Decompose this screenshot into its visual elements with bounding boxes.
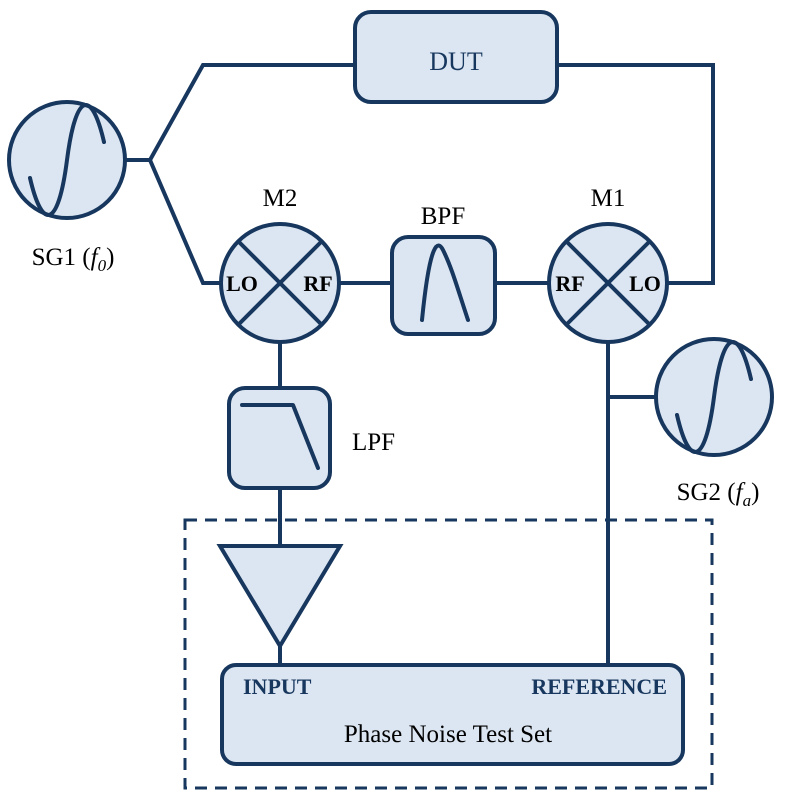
reference-port-label: REFERENCE [531, 674, 667, 699]
sg2-signal-generator [654, 337, 774, 457]
lpf-label: LPF [352, 429, 395, 456]
sine-wave-icon [28, 103, 106, 217]
wire-dut-to-m1-lo [555, 63, 715, 285]
phase-noise-test-set: INPUT REFERENCE Phase Noise Test Set [220, 663, 685, 766]
sg1-signal-generator [7, 100, 127, 220]
m1-lo-port: LO [629, 271, 661, 296]
m1-label: M1 [591, 185, 626, 212]
mixer-m2: LO RF [219, 222, 341, 344]
m2-lo-port: LO [226, 271, 258, 296]
sg1-label: SG1 (f0) [32, 244, 115, 275]
lpf-block [227, 386, 332, 490]
m2-rf-port: RF [303, 271, 332, 296]
dut-block: DUT [353, 10, 559, 104]
m2-label: M2 [263, 185, 298, 212]
sine-wave-icon [675, 340, 753, 454]
input-port-label: INPUT [243, 674, 312, 699]
dut-label: DUT [429, 47, 483, 76]
bpf-block [390, 235, 497, 336]
wire-splitter-to-m2-lo [147, 157, 225, 285]
m1-rf-port: RF [555, 271, 584, 296]
test-set-label: Phase Noise Test Set [344, 721, 552, 748]
test-set-enclosure [183, 518, 714, 790]
lowpass-icon [240, 403, 320, 470]
sg2-label: SG2 (fa) [677, 479, 760, 510]
wire-splitter-to-dut [147, 63, 357, 163]
bpf-label: BPF [421, 203, 465, 230]
mixer-m1: RF LO [547, 222, 669, 344]
amplifier-triangle [216, 544, 344, 650]
bandpass-icon [420, 243, 470, 322]
